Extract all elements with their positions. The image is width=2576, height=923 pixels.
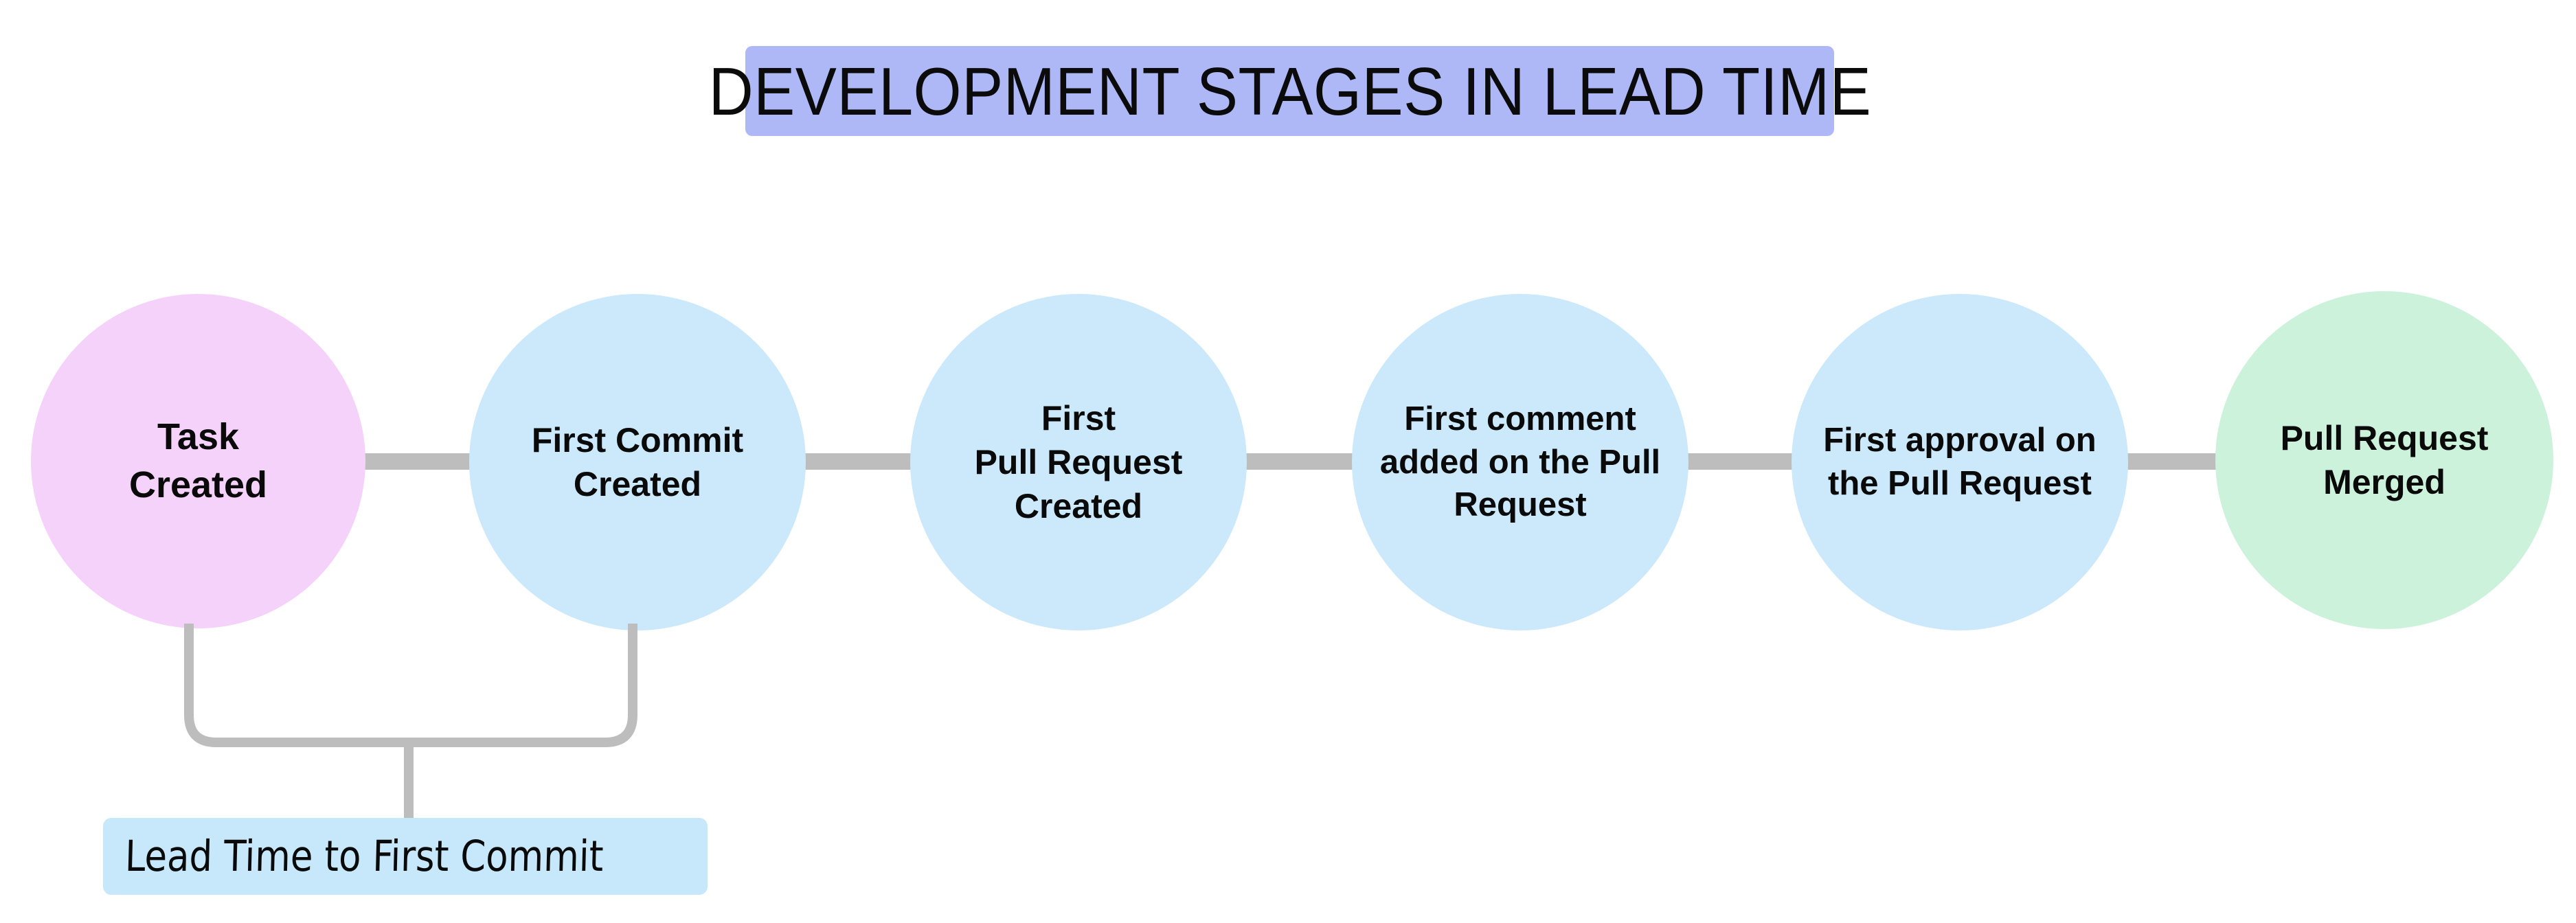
stage-node-first-pull-request[interactable]: First Pull Request Created	[910, 294, 1247, 630]
stage-node-first-approval[interactable]: First approval on the Pull Request	[1792, 294, 2128, 630]
span-bracket-stem	[404, 738, 414, 825]
connector-first-comment-to-first-approval	[1686, 453, 1794, 470]
stage-node-label: Pull Request Merged	[2280, 419, 2489, 501]
stage-node-label: First Pull Request Created	[974, 399, 1183, 525]
stage-node-label: First comment added on the Pull Request	[1379, 400, 1661, 524]
connector-first-commit-to-first-pull-request	[804, 453, 912, 470]
stage-node-pull-request-merged[interactable]: Pull Request Merged	[2215, 291, 2553, 629]
lead-time-label-box[interactable]: Lead Time to First Commit	[103, 818, 708, 895]
connector-task-created-to-first-commit	[363, 453, 471, 470]
stage-node-label: First Commit Created	[531, 421, 744, 503]
span-bracket	[184, 624, 637, 747]
stage-node-first-commit[interactable]: First Commit Created	[469, 294, 806, 630]
diagram-title-banner: DEVELOPMENT STAGES IN LEAD TIME	[708, 46, 1871, 136]
stage-node-label: First approval on the Pull Request	[1823, 422, 2097, 502]
stage-node-first-comment[interactable]: First comment added on the Pull Request	[1352, 294, 1688, 630]
stage-node-task-created[interactable]: Task Created	[31, 294, 365, 628]
page-title: DEVELOPMENT STAGES IN LEAD TIME	[708, 53, 1871, 129]
connector-first-pull-request-to-first-comment	[1245, 453, 1354, 470]
lead-time-label-text: Lead Time to First Commit	[124, 831, 605, 881]
stage-node-label: Task Created	[128, 416, 268, 505]
connector-first-approval-to-pull-request-merged	[2126, 453, 2217, 470]
